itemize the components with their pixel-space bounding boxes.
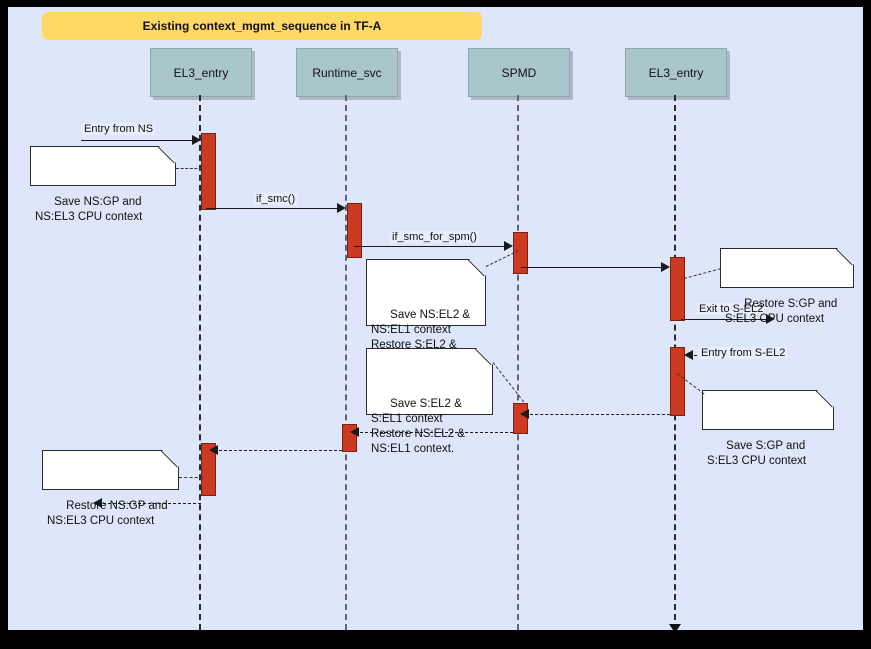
note-connector bbox=[179, 477, 203, 478]
note-text: Save S:EL2 & S:EL1 context Restore NS:EL… bbox=[371, 398, 465, 455]
note-fold-edge-icon bbox=[836, 248, 854, 266]
lifeline-spmd bbox=[517, 95, 519, 630]
note-restore-s-gp: Restore S:GP and S:EL3 CPU context bbox=[720, 248, 854, 325]
lifeline-label: SPMD bbox=[501, 65, 537, 80]
lifeline-head-spmd[interactable]: SPMD bbox=[468, 48, 570, 97]
message-label-if-smc: if_smc() bbox=[254, 193, 298, 205]
lifeline-runtime-svc bbox=[345, 95, 347, 630]
note-fold-edge-icon bbox=[475, 348, 493, 366]
note-save-s-gp: Save S:GP and S:EL3 CPU context bbox=[702, 390, 834, 467]
arrowhead-icon bbox=[520, 409, 529, 419]
lifeline-label: Runtime_svc bbox=[312, 65, 382, 80]
arrowhead-icon bbox=[504, 241, 513, 251]
activation-bar-spmd-a bbox=[513, 232, 528, 274]
arrowhead-icon bbox=[661, 262, 670, 272]
note-text: Save S:GP and S:EL3 CPU context bbox=[707, 440, 807, 467]
note-text: Restore S:GP and S:EL3 CPU context bbox=[725, 298, 838, 325]
note-save-ns-gp: Save NS:GP and NS:EL3 CPU context bbox=[30, 146, 176, 223]
note-restore-ns-gp: Restore NS:GP and NS:EL3 CPU context bbox=[42, 450, 179, 527]
diagram-canvas: Existing context_mgmt_sequence in TF-A E… bbox=[8, 7, 863, 630]
arrowhead-icon bbox=[93, 498, 102, 508]
arrowhead-icon bbox=[337, 203, 346, 213]
message-line-return-el3-1-to-external bbox=[103, 503, 201, 504]
note-text: Save NS:GP and NS:EL3 CPU context bbox=[35, 196, 143, 223]
note-save-ns-el2: Save NS:EL2 & NS:EL1 context Restore S:E… bbox=[366, 259, 486, 366]
lifeline-head-el3-entry-1[interactable]: EL3_entry bbox=[150, 48, 252, 97]
lifeline-head-runtime-svc[interactable]: Runtime_svc bbox=[296, 48, 398, 97]
message-line-return-spmd-to-runtime-svc bbox=[360, 432, 513, 433]
note-connector bbox=[492, 362, 525, 403]
note-fold-edge-icon bbox=[158, 146, 176, 164]
message-label-exit-to-s-el2: Exit to S-EL2 bbox=[697, 303, 766, 315]
message-line-entry-from-ns bbox=[81, 140, 193, 141]
message-line-return-el3-2-to-spmd bbox=[530, 414, 670, 415]
arrowhead-icon bbox=[766, 314, 775, 324]
message-line-exit-to-s-el2 bbox=[681, 319, 768, 320]
lifeline-label: EL3_entry bbox=[648, 65, 704, 80]
lifeline-el3-entry-1 bbox=[199, 95, 201, 630]
arrowhead-icon bbox=[684, 350, 693, 360]
activation-bar-el3-entry-1a bbox=[201, 133, 216, 210]
activation-bar-el3-entry-1b bbox=[201, 443, 216, 496]
message-label-entry-from-s-el2: Entry from S-EL2 bbox=[699, 347, 788, 359]
message-line-return-runtime-svc-to-el3-1 bbox=[219, 450, 342, 451]
arrowhead-icon bbox=[192, 135, 201, 145]
activation-bar-el3-entry-2a bbox=[670, 257, 685, 321]
message-line-spmd-to-el3-2 bbox=[521, 267, 662, 268]
lifeline-label: EL3_entry bbox=[173, 65, 229, 80]
note-text: Restore NS:GP and NS:EL3 CPU context bbox=[47, 500, 168, 527]
activation-bar-runtime-svc-a bbox=[347, 203, 362, 258]
arrowhead-icon bbox=[350, 427, 359, 437]
note-fold-edge-icon bbox=[161, 450, 179, 468]
arrowhead-icon bbox=[209, 445, 218, 455]
note-connector bbox=[683, 268, 721, 279]
note-connector bbox=[176, 168, 202, 169]
message-line-if-smc bbox=[206, 208, 339, 209]
lifeline-head-el3-entry-2[interactable]: EL3_entry bbox=[625, 48, 727, 97]
message-label-if-smc-for-spm: if_smc_for_spm() bbox=[390, 231, 479, 243]
diagram-title-banner: Existing context_mgmt_sequence in TF-A bbox=[42, 12, 482, 40]
activation-bar-el3-entry-2b bbox=[670, 347, 685, 416]
note-save-s-el2: Save S:EL2 & S:EL1 context Restore NS:EL… bbox=[366, 348, 493, 455]
note-fold-edge-icon bbox=[816, 390, 834, 408]
message-line-if-smc-for-spm bbox=[354, 246, 505, 247]
message-label-entry-from-ns: Entry from NS bbox=[82, 123, 156, 135]
diagram-title: Existing context_mgmt_sequence in TF-A bbox=[142, 19, 382, 33]
lifeline-end-arrow-icon bbox=[669, 624, 681, 630]
note-fold-edge-icon bbox=[468, 259, 486, 277]
